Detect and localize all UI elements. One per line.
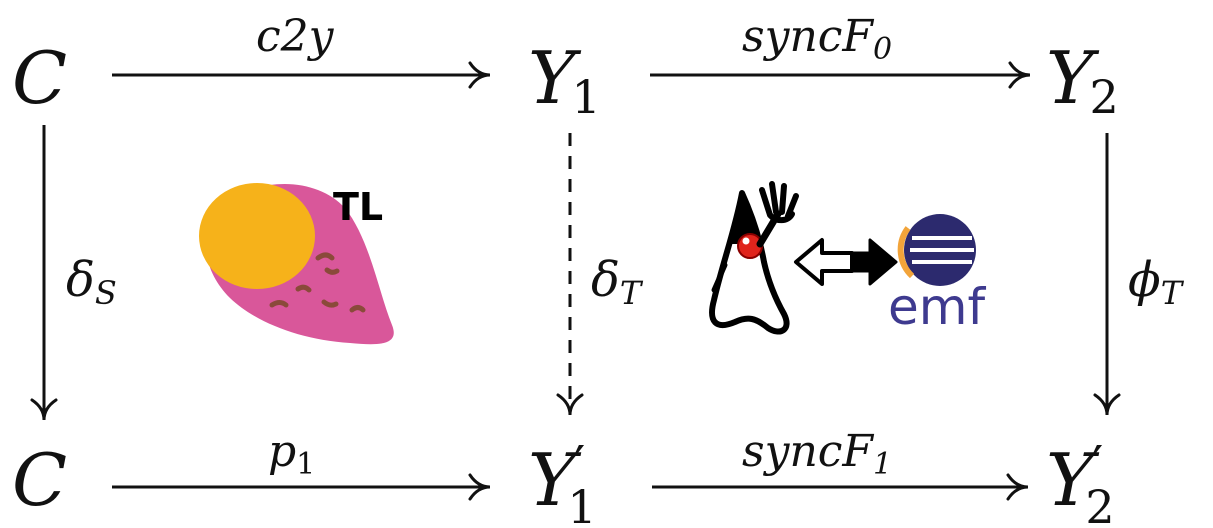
node-y2-top-sub: 2 xyxy=(1090,70,1119,124)
tl-logo: TL xyxy=(199,183,394,345)
duke-left-arm xyxy=(711,262,728,293)
emf-logo-stripe-1 xyxy=(912,236,972,240)
label-delta-s-sub: S xyxy=(95,274,117,312)
node-y1-bottom-main: Y xyxy=(528,438,582,522)
label-p1: p1 xyxy=(268,426,315,482)
java-duke-icon xyxy=(709,181,799,335)
node-c-bottom-main: C xyxy=(12,438,67,522)
node-y1-bottom-sub: 1 xyxy=(567,480,596,528)
node-y2-bottom-prime: ′ xyxy=(1092,436,1104,496)
label-p1-sub: 1 xyxy=(296,447,315,482)
label-phi-t-main: ϕ xyxy=(1128,252,1161,308)
label-phi-t: ϕT xyxy=(1128,252,1185,312)
node-y1-top-sub: 1 xyxy=(572,70,601,124)
tl-logo-spot-3 xyxy=(295,284,312,293)
tl-logo-spot-6 xyxy=(349,305,366,313)
arrow-left-outline-icon xyxy=(794,238,854,286)
node-y2-bottom-sub: 2 xyxy=(1085,480,1114,528)
tl-logo-spot-1 xyxy=(315,252,335,261)
node-y1-top: Y1 xyxy=(528,36,601,124)
node-y2-bottom: Y′2 xyxy=(1046,436,1115,528)
tl-logo-cap xyxy=(199,183,315,289)
label-syncf1-sub: 1 xyxy=(873,447,892,482)
label-delta-t: δT xyxy=(591,252,644,312)
label-syncf0: syncF0 xyxy=(742,11,892,67)
label-syncf1-main: syncF xyxy=(742,426,874,477)
label-syncf1: syncF1 xyxy=(742,426,892,482)
label-syncf0-main: syncF xyxy=(742,11,874,62)
label-p1-main: p xyxy=(268,426,296,477)
node-y2-top-main: Y xyxy=(1046,36,1100,120)
label-c2y: c2y xyxy=(256,11,335,62)
node-y1-bottom: Y′1 xyxy=(528,436,597,528)
label-c2y-main: c2y xyxy=(256,11,335,62)
node-y2-bottom-main: Y xyxy=(1046,438,1100,522)
node-c-top: C xyxy=(12,36,67,120)
tl-logo-text: TL xyxy=(333,185,383,229)
tl-logo-spot-2 xyxy=(324,267,340,275)
label-syncf0-sub: 0 xyxy=(873,32,892,67)
label-delta-s-main: δ xyxy=(66,252,95,308)
duke-hand xyxy=(759,181,799,224)
label-delta-t-main: δ xyxy=(591,252,620,308)
duke-head xyxy=(730,193,760,244)
tl-logo-spot-4 xyxy=(269,300,289,308)
bidirectional-arrows xyxy=(794,238,898,286)
emf-logo-arc xyxy=(897,226,915,279)
emf-logo: emf xyxy=(888,214,986,336)
tl-logo-spot-5 xyxy=(321,299,339,308)
node-c-bottom: C xyxy=(12,438,67,522)
label-delta-t-sub: T xyxy=(620,274,644,312)
emf-logo-stripe-3 xyxy=(912,260,972,264)
node-y1-bottom-prime: ′ xyxy=(574,436,586,496)
node-y1-top-main: Y xyxy=(528,36,582,120)
emf-logo-text: emf xyxy=(888,278,986,336)
duke-nose-highlight xyxy=(742,237,750,245)
emf-logo-stripe-2 xyxy=(910,248,974,252)
arrow-right-solid-icon xyxy=(850,238,898,286)
label-delta-s: δS xyxy=(66,252,117,312)
label-phi-t-sub: T xyxy=(1161,274,1185,312)
node-c-top-main: C xyxy=(12,36,67,120)
node-y2-top: Y2 xyxy=(1046,36,1119,124)
